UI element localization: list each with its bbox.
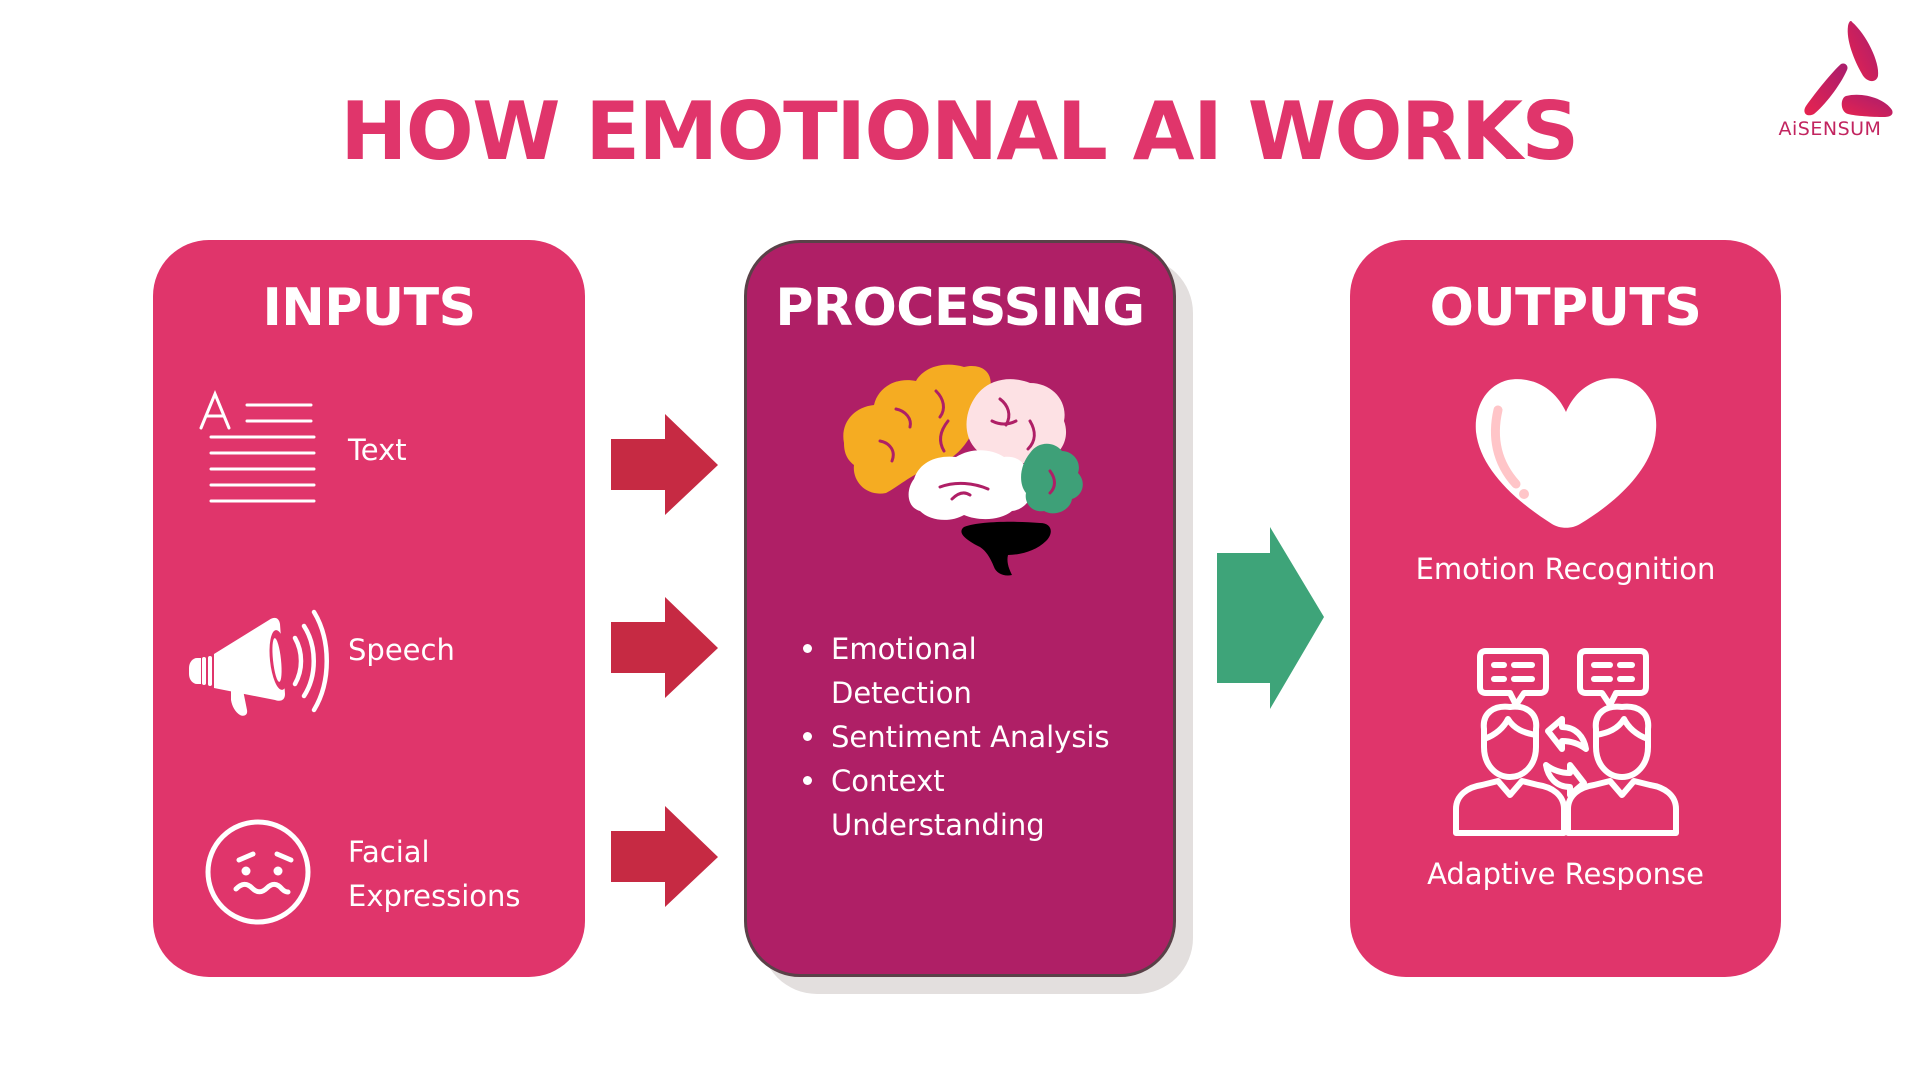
outputs-heading: OUTPUTS	[1429, 278, 1702, 338]
output-arrow	[1217, 527, 1324, 709]
input-label-facial-line2: Expressions	[348, 879, 521, 913]
input-arrow-speech	[611, 597, 718, 698]
people-conversation-icon	[1453, 648, 1679, 836]
input-label-facial-line1: Facial	[348, 835, 430, 869]
logo-mark-icon	[1804, 21, 1893, 117]
brain-icon	[843, 364, 1083, 576]
processing-panel: PROCESSING Emot	[744, 240, 1176, 977]
logo-wordmark: AiSENSUM	[1778, 118, 1882, 140]
worried-face-icon	[205, 819, 311, 925]
inputs-panel: INPUTS Text	[153, 240, 585, 977]
output-label-adaptive-response: Adaptive Response	[1427, 857, 1704, 891]
processing-bullet-emotional-detection: Emotional Detection	[803, 627, 1173, 715]
outputs-panel: OUTPUTS Emotion Recognition	[1350, 240, 1781, 977]
processing-bullet-context-understanding: Context Understanding	[803, 759, 1173, 847]
text-document-icon	[199, 390, 316, 503]
input-label-speech: Speech	[348, 633, 455, 667]
inputs-heading: INPUTS	[262, 278, 476, 338]
heart-icon	[1475, 378, 1657, 528]
processing-bullet-list: Emotional Detection Sentiment Analysis C…	[803, 627, 1173, 847]
processing-bullet-sentiment-analysis: Sentiment Analysis	[803, 715, 1173, 759]
megaphone-icon	[189, 609, 329, 716]
input-label-facial: Facial Expressions	[348, 830, 521, 918]
processing-heading: PROCESSING	[775, 278, 1145, 338]
brand-logo: AiSENSUM	[1762, 18, 1898, 148]
output-label-emotion-recognition: Emotion Recognition	[1415, 552, 1716, 586]
page-title: HOW EMOTIONAL AI WORKS	[340, 85, 1579, 178]
input-label-text: Text	[348, 433, 407, 467]
input-arrow-facial	[611, 806, 718, 907]
input-arrow-text	[611, 414, 718, 515]
